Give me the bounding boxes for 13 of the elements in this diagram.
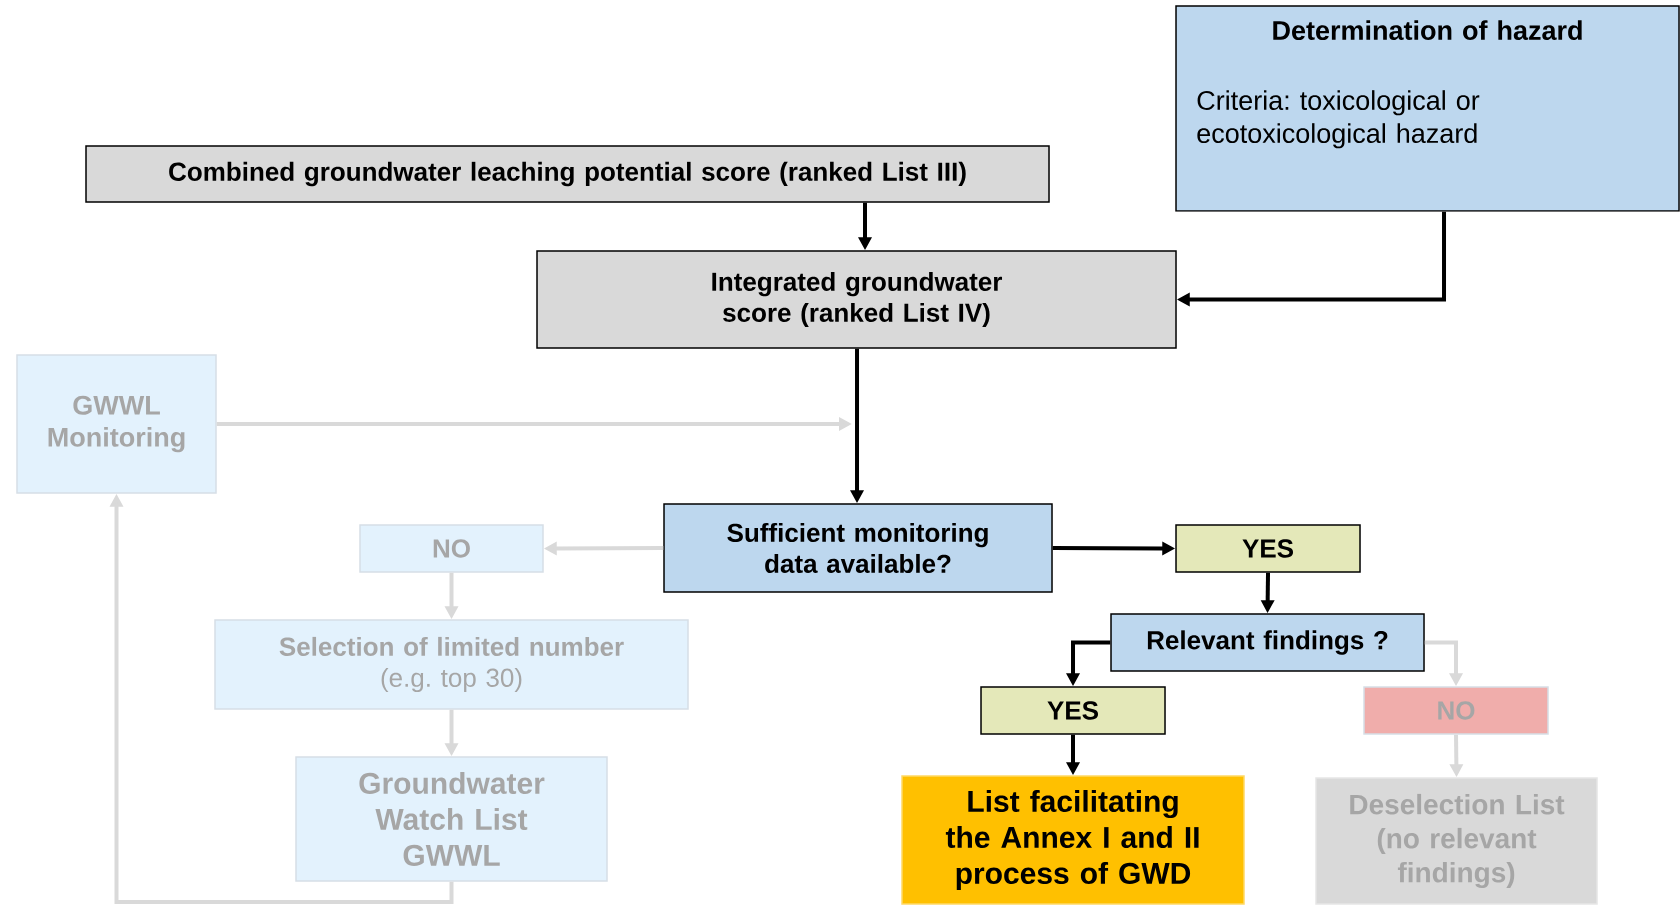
decision-box: Sufficient monitoring data available? (663, 503, 1053, 593)
hazard-box: Determination of hazard Criteria: toxicological or ecotoxicological hazard (1175, 5, 1680, 212)
process-box: Integrated groundwater score (ranked List IV) (536, 250, 1177, 349)
answer-box: YES (1175, 524, 1361, 573)
process-box: Combined groundwater leaching potential score (ranked List III) (85, 145, 1050, 203)
process-box: GWWL Monitoring (16, 354, 217, 494)
answer-box: YES (980, 686, 1166, 735)
answer-box: NO (1363, 686, 1549, 735)
result-box: Groundwater Watch List GWWL (295, 756, 608, 882)
result-box: List facilitating the Annex I and II process of GWD (901, 775, 1245, 905)
process-box: Selection of limited number (e.g. top 30) (214, 619, 689, 710)
answer-box: NO (359, 524, 544, 573)
decision-box: Relevant findings ? (1110, 613, 1425, 672)
